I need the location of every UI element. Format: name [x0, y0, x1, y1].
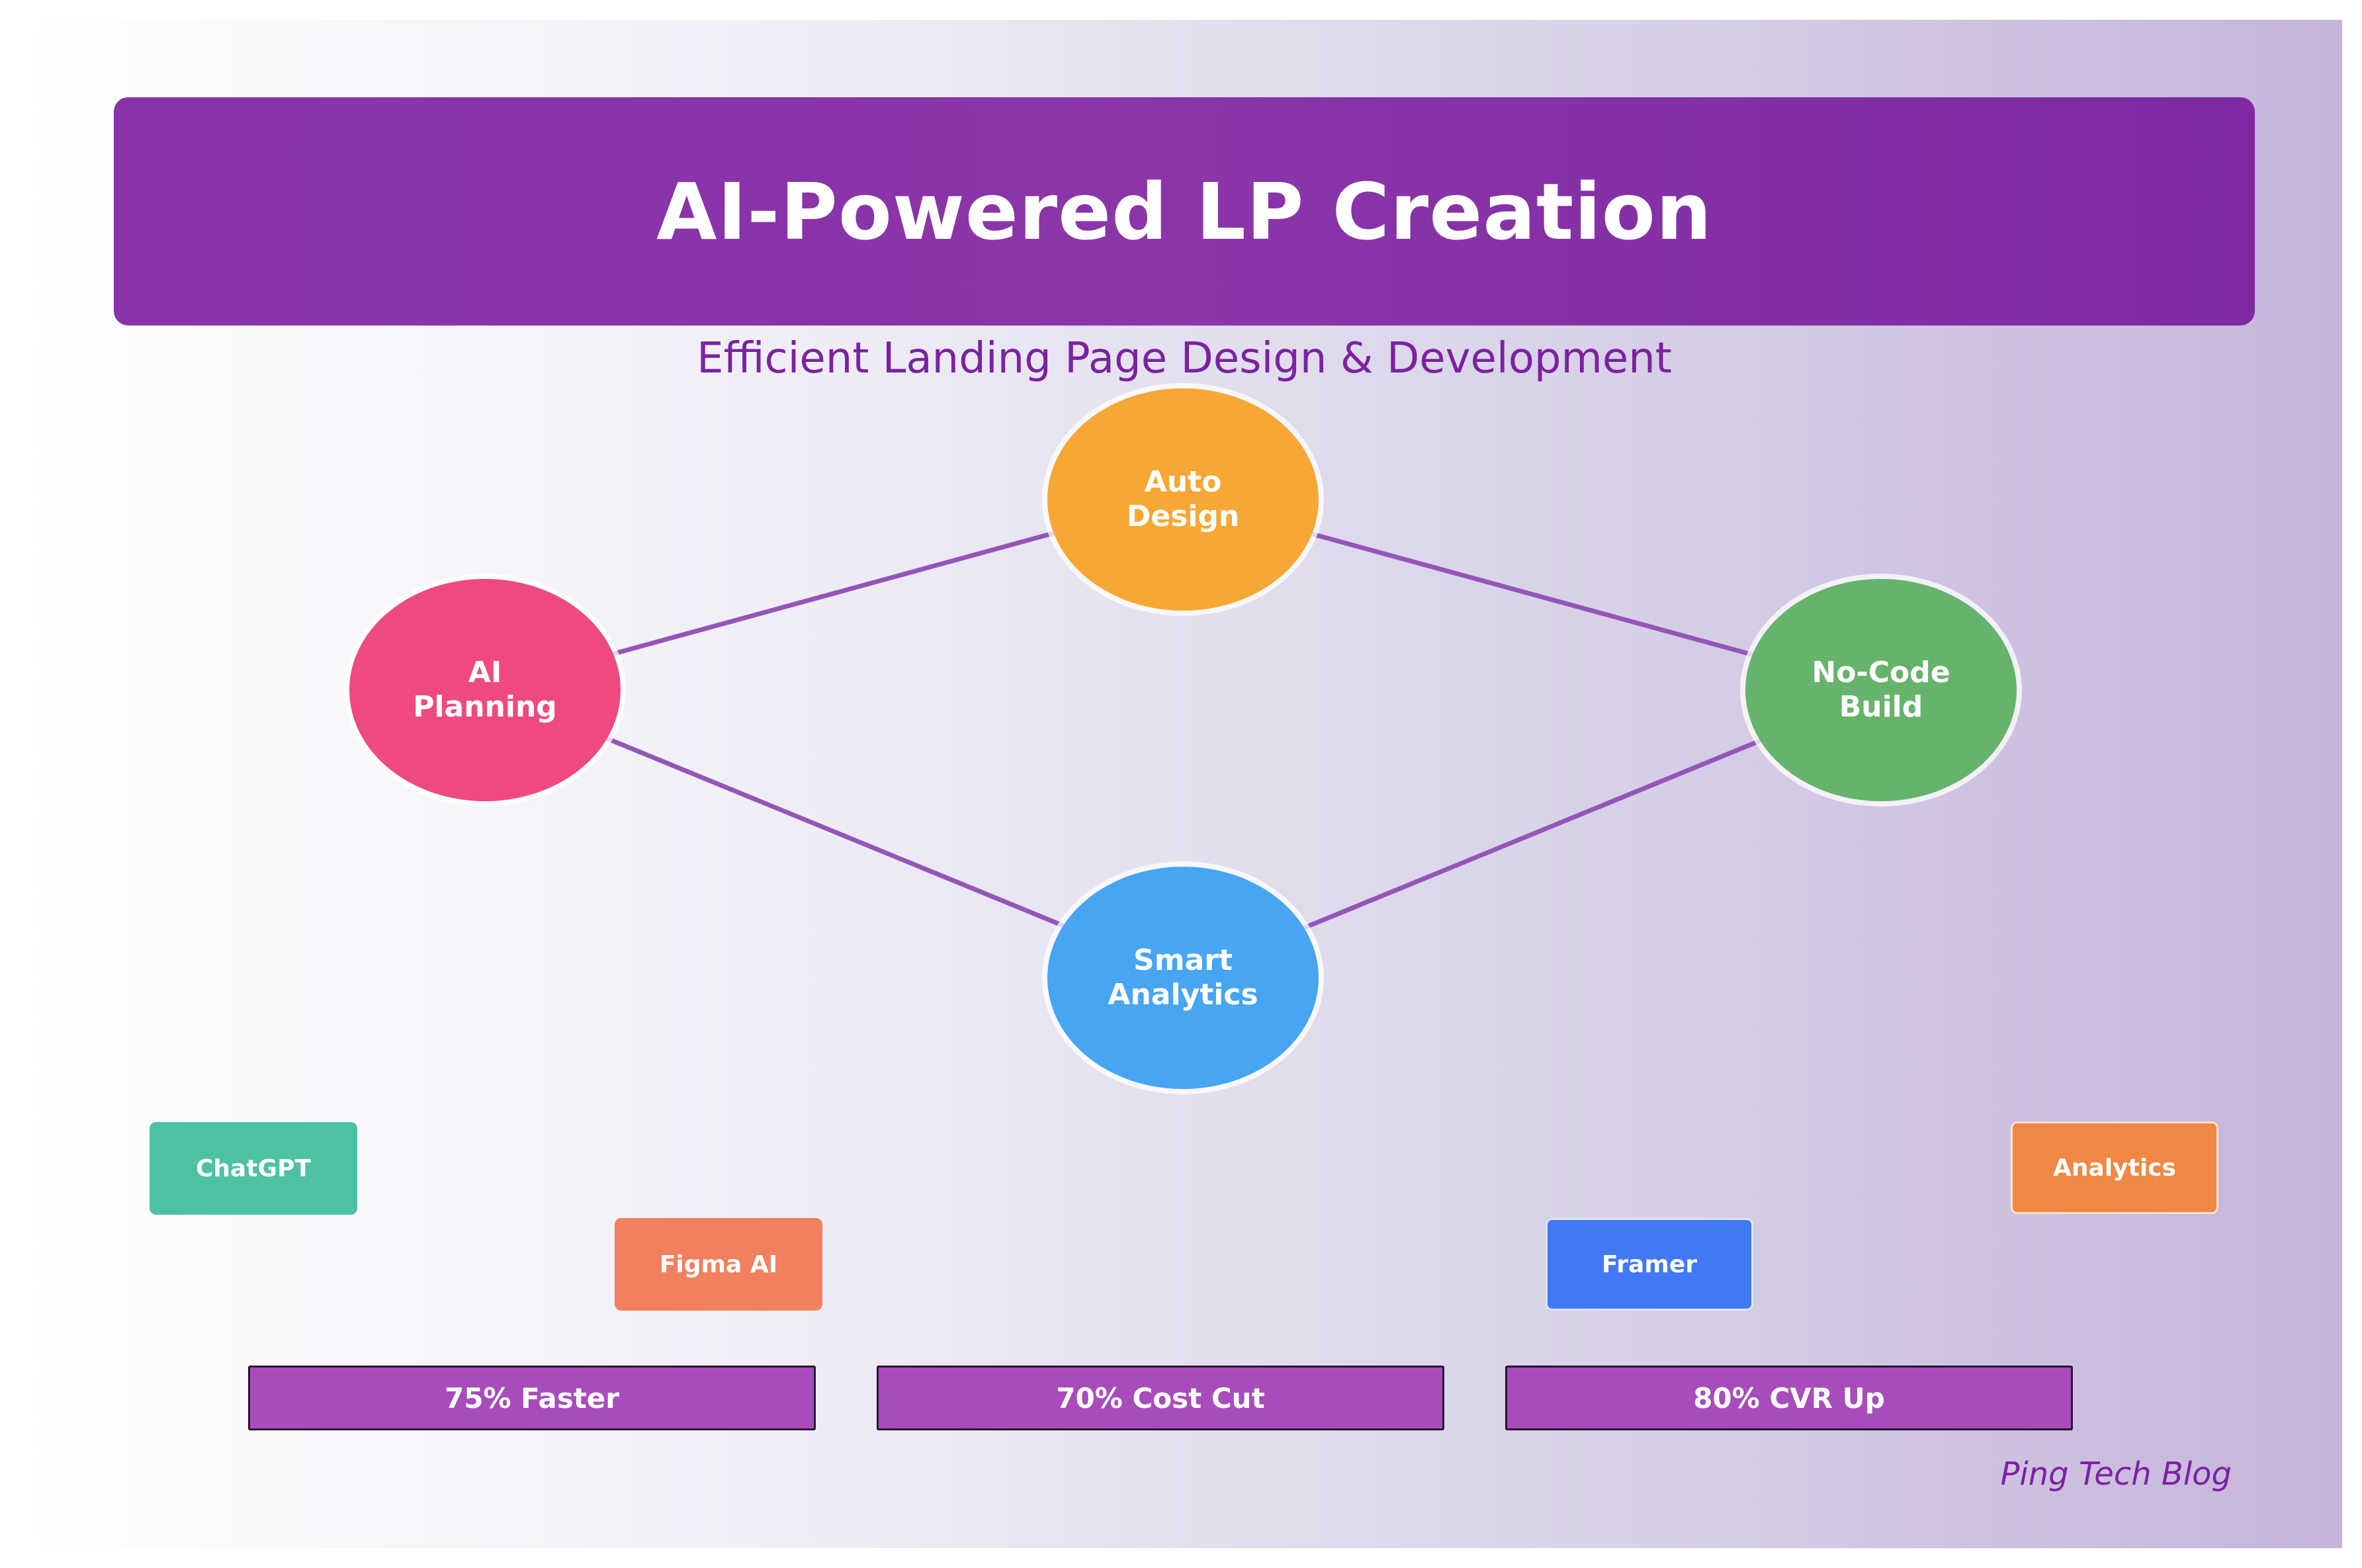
node-label-line: Build [1839, 690, 1923, 724]
node-auto-design [1047, 388, 1319, 611]
tool-badge-analytics: Analytics [2011, 1121, 2218, 1214]
flow-arrow-ai-planning-to-auto-design [575, 521, 1090, 666]
flow-arrow-auto-design-to-no-code-build [1273, 521, 1788, 666]
node-label-line: Smart [1133, 943, 1233, 977]
brand-watermark: Ping Tech Blog [2000, 1456, 2232, 1493]
node-label-line: Analytics [1108, 978, 1258, 1012]
node-smart-analytics [1047, 867, 1319, 1089]
node-no-code-build [1745, 579, 2017, 801]
page-title: AI-Powered LP Creation [656, 165, 1712, 257]
node-label-line: Design [1126, 500, 1240, 533]
node-label-smart-analytics: Smart Analytics [1044, 943, 1322, 1012]
flow-arrow-no-code-build-to-smart-analytics [1273, 724, 1798, 942]
node-ai-planning [349, 579, 621, 801]
node-label-auto-design: Auto Design [1044, 465, 1322, 534]
tool-badge-framer: Framer [1546, 1218, 1753, 1311]
title-banner: AI-Powered LP Creation [114, 97, 2255, 326]
node-label-no-code-build: No-Code Build [1742, 656, 2020, 724]
node-label-ai-planning: AI Planning [346, 656, 624, 724]
stat-bar-cvr-up: 80% CVR Up [1505, 1366, 2073, 1430]
tool-badge-chatgpt: ChatGPT [150, 1122, 357, 1215]
stat-bar-cost-cut: 70% Cost Cut [877, 1366, 1444, 1430]
node-label-line: Planning [413, 690, 557, 724]
node-label-line: No-Code [1812, 656, 1950, 689]
page-subtitle: Efficient Landing Page Design & Developm… [697, 334, 1672, 383]
tool-badge-figma-ai: Figma AI [615, 1218, 822, 1311]
node-label-line: Auto [1144, 465, 1222, 499]
node-label-line: AI [468, 656, 502, 689]
flow-arrow-smart-analytics-to-ai-planning [575, 724, 1100, 942]
stat-bar-faster: 75% Faster [248, 1366, 816, 1430]
